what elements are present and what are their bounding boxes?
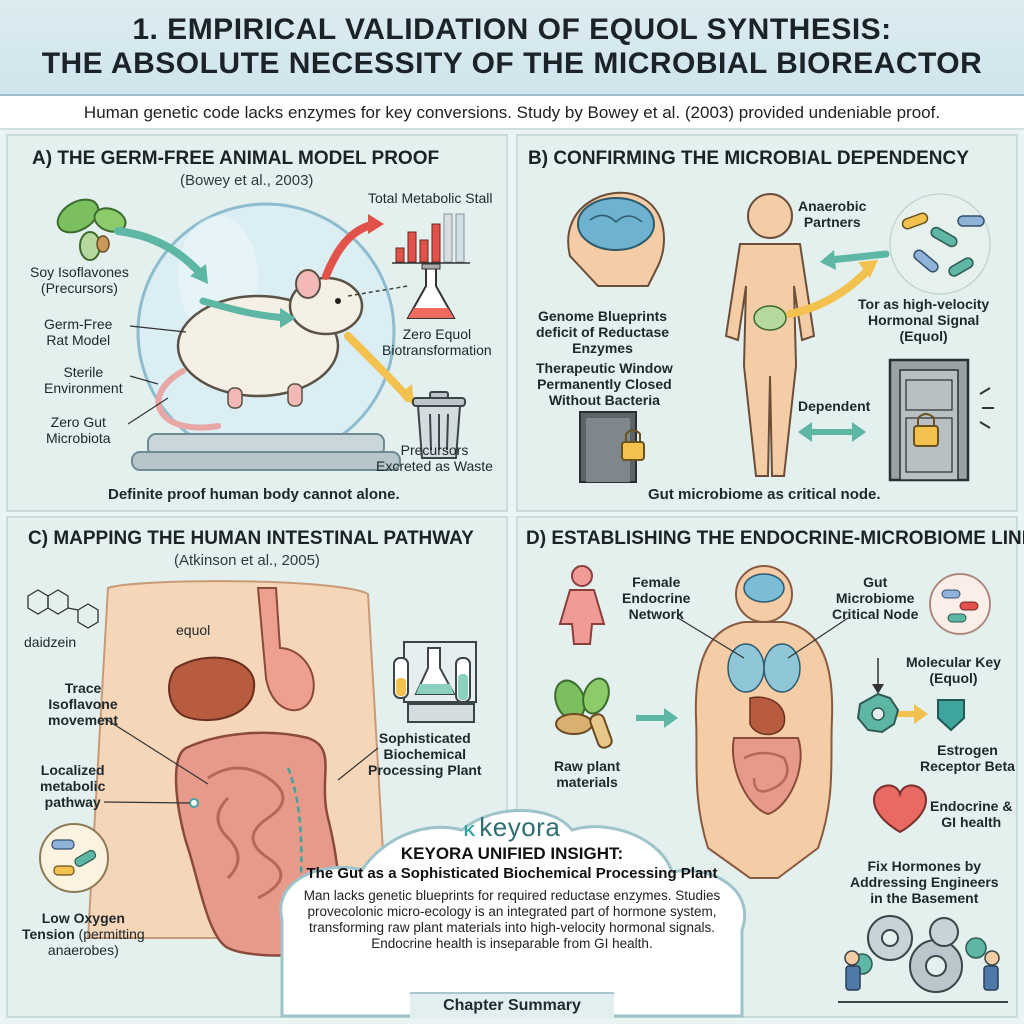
processing-plant-icon bbox=[393, 641, 477, 723]
anaerobes-icon bbox=[39, 823, 109, 893]
panel-a-illustration bbox=[56, 198, 470, 471]
daidzein-molecule-icon bbox=[27, 589, 99, 629]
page-title-line1: 1. EMPIRICAL VALIDATION OF EQUOL SYNTHES… bbox=[132, 13, 892, 46]
metabolic-stall-chart-icon bbox=[392, 213, 470, 264]
page-subtitle: Human genetic code lacks enzymes for key… bbox=[0, 96, 1024, 130]
label-soy-isoflavones: Soy Isoflavones(Precursors) bbox=[30, 264, 129, 296]
gut-microbiome-icon bbox=[929, 573, 991, 635]
bacteria-cluster-icon bbox=[889, 193, 991, 295]
label-endocrine-gi: Endocrine &GI health bbox=[930, 798, 1013, 830]
signal-arrow bbox=[786, 264, 874, 318]
panel-a-footer: Definite proof human body cannot alone. bbox=[108, 486, 400, 503]
label-metabolic-stall: Total Metabolic Stall bbox=[368, 190, 493, 206]
stomach-icon bbox=[256, 587, 315, 712]
panel-a-title: A) THE GERM-FREE ANIMAL MODEL PROOF bbox=[32, 148, 440, 169]
label-equol: equol bbox=[176, 622, 211, 638]
panel-a-citation: (Bowey et al., 2003) bbox=[180, 172, 314, 189]
summary-subheading: The Gut as a Sophisticated Biochemical P… bbox=[306, 865, 718, 882]
intake-arrow bbox=[114, 227, 207, 280]
female-body-icon bbox=[694, 565, 834, 879]
summary-content: KEYORA UNIFIED INSIGHT: The Gut as a Sop… bbox=[274, 844, 750, 984]
panel-germ-free-model: A) THE GERM-FREE ANIMAL MODEL PROOF (Bow… bbox=[6, 134, 508, 512]
panel-microbial-dependency: B) CONFIRMING THE MICROBIAL DEPENDENCY bbox=[516, 134, 1018, 512]
panel-b-footer: Gut microbiome as critical node. bbox=[648, 486, 881, 503]
brand-name: keyora bbox=[479, 812, 561, 842]
human-body-icon bbox=[724, 193, 816, 477]
label-low-oxygen: Low Oxygen Tension (permitting anaerobes… bbox=[22, 910, 145, 958]
brain-head-icon bbox=[567, 191, 665, 287]
trash-bin-icon bbox=[412, 391, 466, 459]
summary-heading: KEYORA UNIFIED INSIGHT: bbox=[400, 844, 624, 863]
anaerobic-arrow bbox=[826, 250, 890, 264]
estrogen-receptor-icon bbox=[937, 699, 965, 732]
brand-k-icon: K bbox=[463, 823, 476, 840]
panel-endocrine-link: D) ESTABLISHING THE ENDOCRINE-MICROBIOME… bbox=[516, 516, 1024, 1018]
raw-plants-icon bbox=[554, 677, 613, 749]
label-molecular-key: Molecular Key(Equol) bbox=[906, 654, 1001, 686]
chapter-summary-tab[interactable]: Chapter Summary bbox=[410, 992, 614, 1018]
panel-c-title: C) MAPPING THE HUMAN INTESTINAL PATHWAY bbox=[28, 528, 474, 549]
panel-b-title: B) CONFIRMING THE MICROBIAL DEPENDENCY bbox=[528, 148, 969, 169]
liver-icon bbox=[168, 656, 256, 722]
summary-body: Man lacks genetic blueprints for require… bbox=[303, 888, 721, 951]
gears-engineers-icon bbox=[838, 915, 1008, 1003]
summary-cloud-shape bbox=[279, 809, 746, 1018]
female-figure-icon bbox=[558, 565, 606, 645]
panel-c-citation: (Atkinson et al., 2005) bbox=[174, 552, 320, 569]
page-title-line2: THE ABSOLUTE NECESSITY OF THE MICROBIAL … bbox=[41, 47, 983, 80]
page-header: 1. EMPIRICAL VALIDATION OF EQUOL SYNTHES… bbox=[0, 0, 1024, 96]
soy-leaves-icon bbox=[56, 198, 127, 261]
heart-icon bbox=[872, 784, 928, 834]
label-daidzein: daidzein bbox=[24, 634, 77, 650]
flask-icon bbox=[406, 263, 456, 319]
locked-door-icon bbox=[888, 358, 994, 482]
panel-d-illustration bbox=[554, 565, 1008, 1003]
rat-icon bbox=[155, 269, 364, 431]
label-dependent: Dependent bbox=[798, 398, 871, 414]
panel-d-title: D) ESTABLISHING THE ENDOCRINE-MICROBIOME… bbox=[526, 528, 1024, 549]
molecular-key-icon bbox=[856, 692, 900, 734]
panel-b-illustration bbox=[567, 191, 994, 483]
closed-door-icon bbox=[579, 411, 645, 483]
